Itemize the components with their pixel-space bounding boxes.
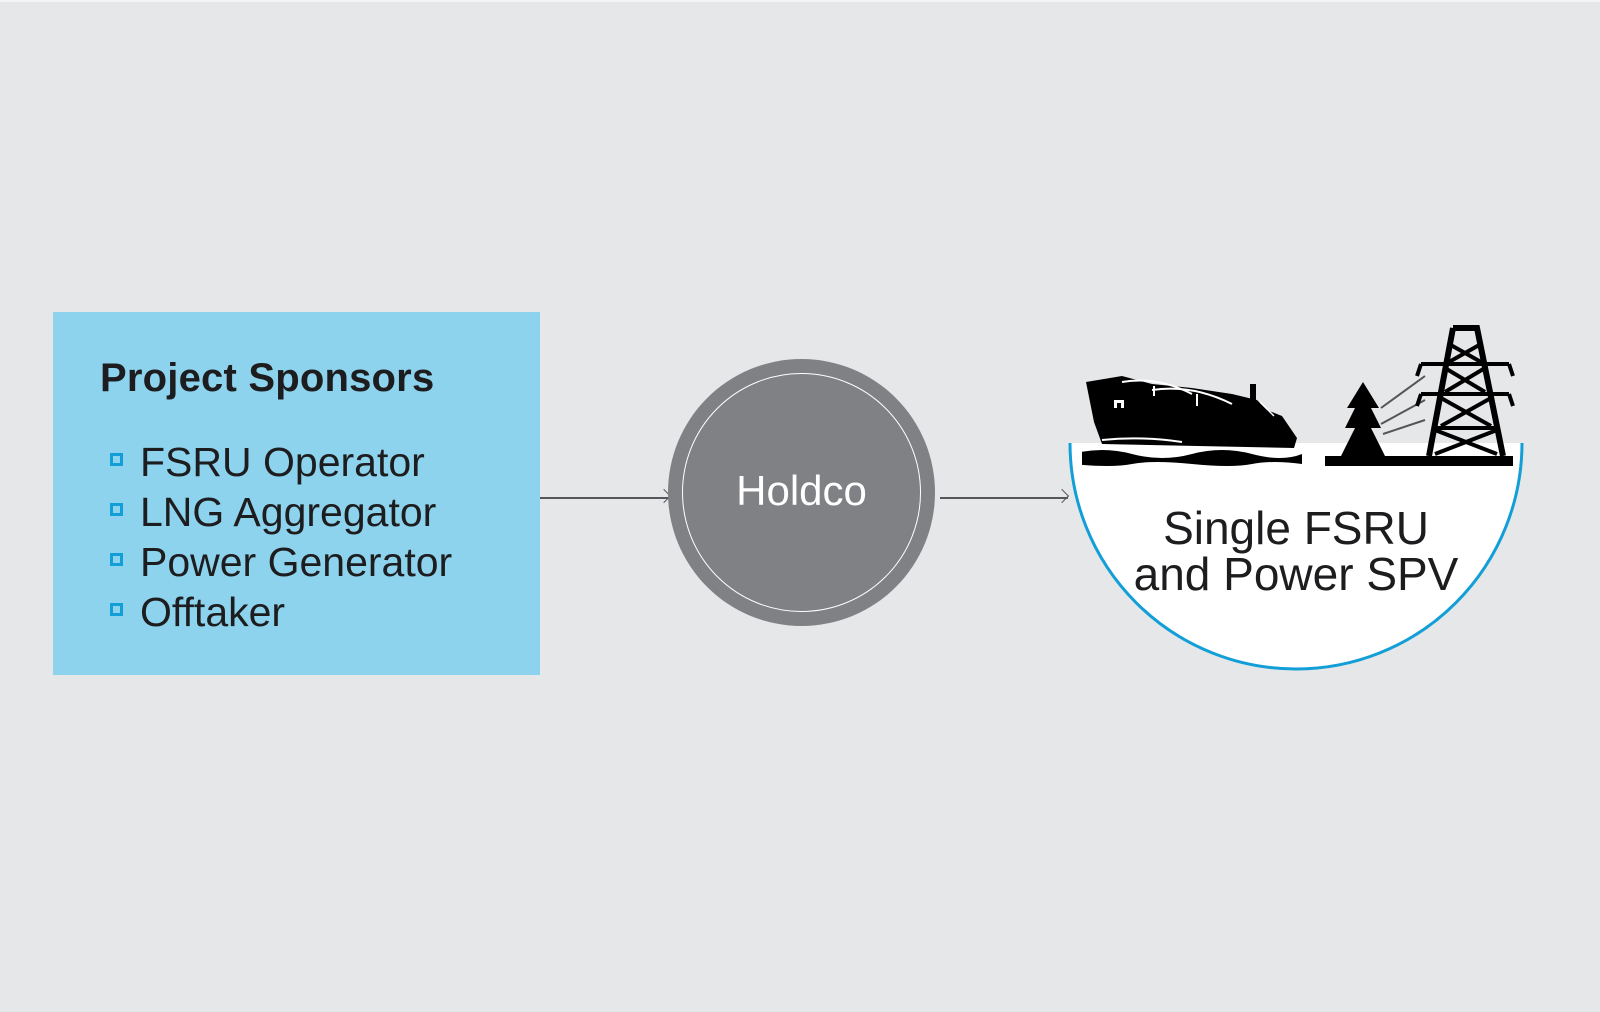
- sponsor-label: FSRU Operator: [140, 438, 425, 485]
- square-bullet-icon: [110, 602, 123, 616]
- sponsor-label: Power Generator: [140, 538, 453, 585]
- sponsor-item-lng-aggregator: LNG Aggregator: [110, 487, 452, 537]
- project-sponsors-box: Project Sponsors FSRU Operator LNG Aggre…: [53, 312, 540, 675]
- holdco-inner-ring: [682, 373, 921, 612]
- sponsor-item-power-generator: Power Generator: [110, 537, 452, 587]
- spv-label-line2: and Power SPV: [1133, 548, 1459, 600]
- spv-node: Single FSRU and Power SPV: [1068, 443, 1524, 671]
- sponsor-label: Offtaker: [140, 588, 286, 635]
- sponsor-item-offtaker: Offtaker: [110, 587, 452, 637]
- holdco-label: Holdco: [736, 467, 867, 514]
- arrow-holdco-to-spv: [940, 497, 1068, 499]
- sponsor-item-fsru-operator: FSRU Operator: [110, 437, 452, 487]
- sponsors-list: FSRU Operator LNG Aggregator Power Gener…: [110, 437, 452, 637]
- spv-semicircle: [1068, 443, 1524, 671]
- square-bullet-icon: [110, 502, 123, 516]
- square-bullet-icon: [110, 452, 123, 466]
- lng-ship-icon: [1082, 376, 1302, 466]
- transmission-tower-icon: [1325, 325, 1515, 466]
- square-bullet-icon: [110, 552, 123, 566]
- arrow-sponsors-to-holdco: [540, 497, 670, 499]
- project-sponsors-title: Project Sponsors: [100, 356, 435, 400]
- holdco-node: Holdco: [668, 359, 935, 626]
- spv-label-line1: Single FSRU: [1163, 502, 1429, 554]
- spv-label: Single FSRU and Power SPV: [1068, 505, 1524, 597]
- sponsor-label: LNG Aggregator: [140, 488, 437, 535]
